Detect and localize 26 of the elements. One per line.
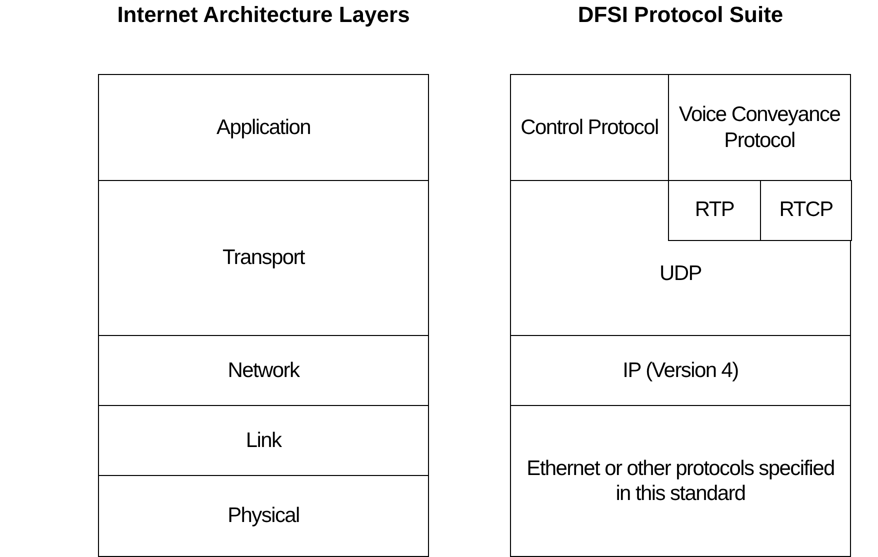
layer-label: Network (228, 358, 300, 384)
layer-box (98, 405, 429, 476)
layer-box (98, 180, 429, 336)
layer-box (98, 335, 429, 406)
column-heading: Internet Architecture Layers (116, 2, 411, 28)
layer-box (510, 405, 851, 557)
layer-label: Application (216, 114, 310, 140)
layer-label: UDP (660, 261, 702, 286)
layer-box (510, 180, 851, 336)
layer-label: Control Protocol (520, 114, 658, 140)
layer-box (668, 74, 851, 181)
layer-box (510, 74, 669, 181)
layer-label: Physical (228, 503, 300, 529)
layer-box (510, 335, 851, 406)
layer-label: IP (Version 4) (622, 358, 738, 384)
layer-box (668, 180, 761, 240)
layer-label: RTCP (779, 197, 833, 223)
layer-box (760, 180, 852, 240)
layer-label: RTP (694, 197, 734, 223)
layer-label: Ethernet or other protocols specified in this standard (526, 456, 836, 506)
layer-box (98, 475, 429, 557)
layer-label: Link (246, 428, 282, 454)
layer-label: Voice Conveyance Protocol (678, 102, 842, 153)
layer-box (98, 74, 429, 181)
layer-label: Transport (222, 245, 304, 271)
column-heading: DFSI Protocol Suite (576, 2, 784, 28)
